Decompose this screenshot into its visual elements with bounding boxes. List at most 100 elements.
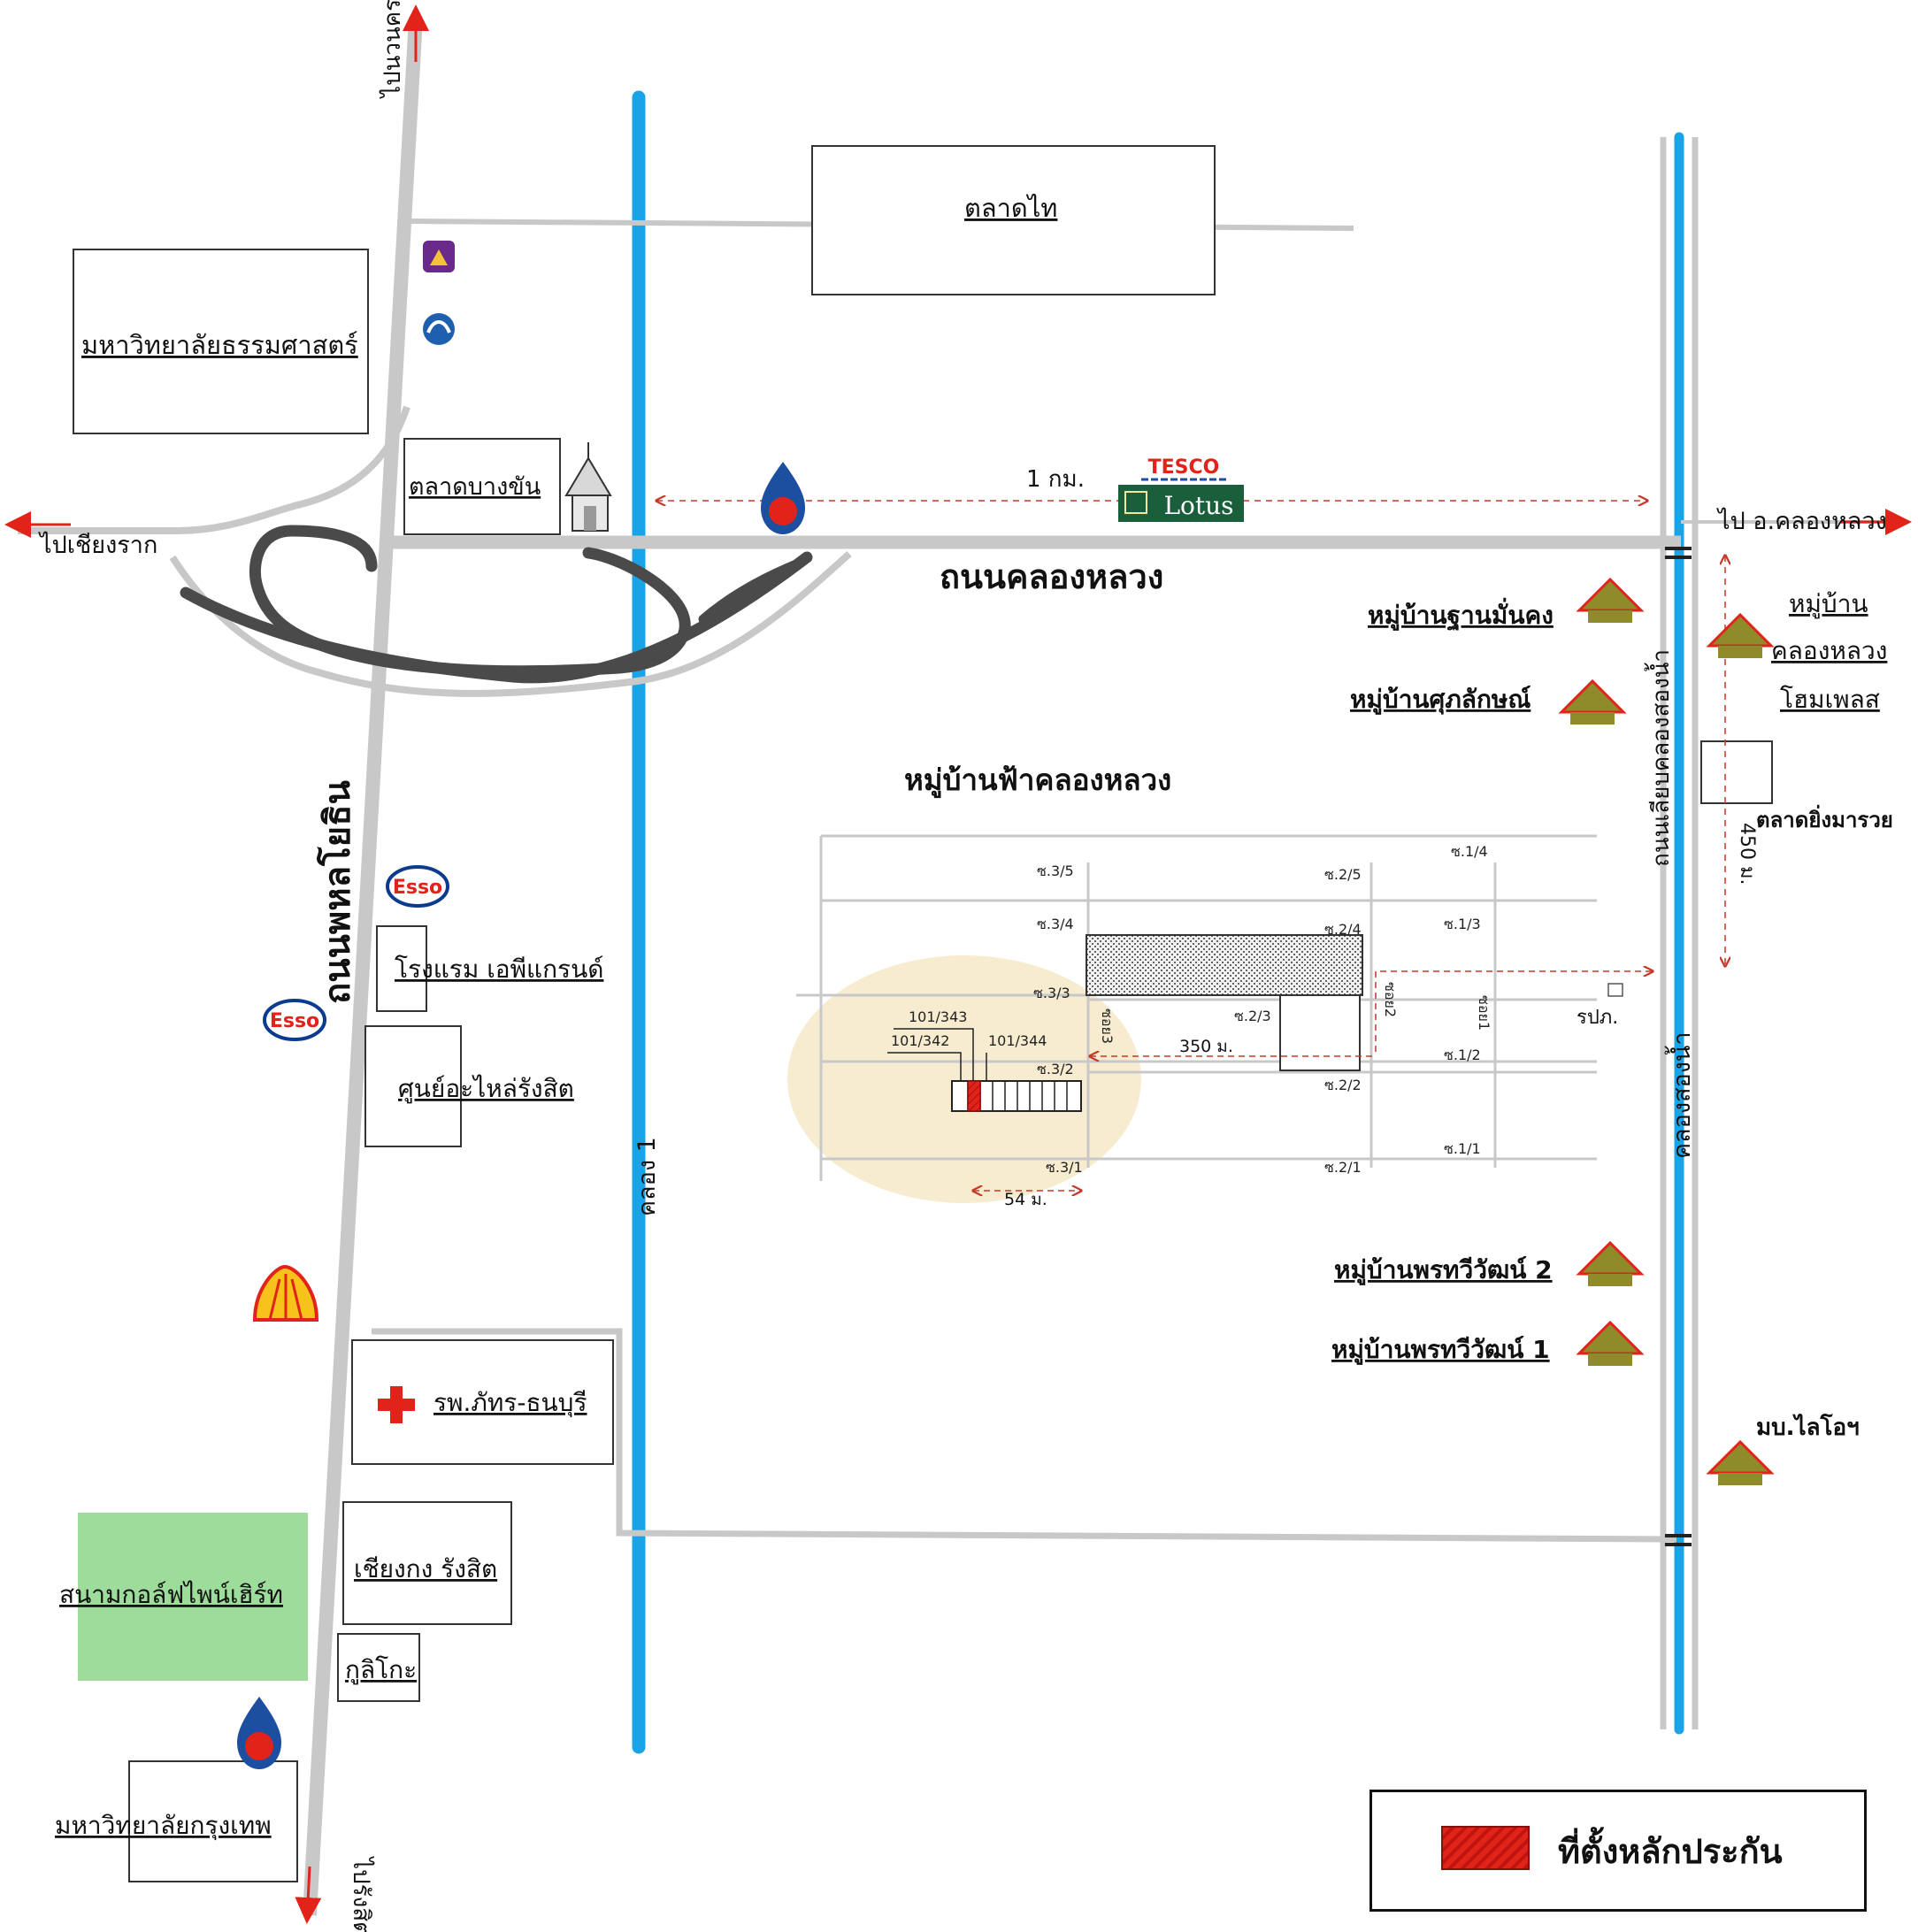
label-golf: สนามกอล์ฟไพน์เฮิร์ท bbox=[59, 1580, 283, 1609]
label-to-rangsit: ไปรังสิต bbox=[348, 1856, 375, 1932]
soi-label: ซ.3/4 bbox=[1037, 916, 1074, 932]
soi-label: ซ.3/1 bbox=[1046, 1159, 1083, 1176]
road-south-loop bbox=[372, 1328, 1677, 1543]
label-khlong-song-road: ถนนเลียบคลองสองน้ำ bbox=[1644, 649, 1675, 867]
soi-label: ซ.1/4 bbox=[1451, 843, 1488, 860]
esso-icon-2: Esso bbox=[263, 999, 326, 1041]
label-350m: 350 ม. bbox=[1179, 1037, 1233, 1056]
chianggong-box bbox=[342, 1501, 512, 1625]
legend-text: ที่ตั้งหลักประกัน bbox=[1558, 1832, 1783, 1871]
label-village-than: หมู่บ้านฐานมั่นคง bbox=[1368, 597, 1554, 632]
label-village-suphalak: หมู่บ้านศุภลักษณ์ bbox=[1350, 685, 1531, 715]
parts-box bbox=[364, 1025, 462, 1147]
shrine-icon bbox=[564, 442, 612, 532]
esso-icon: Esso bbox=[386, 865, 449, 908]
label-to-nava: ไปนวนคร bbox=[379, 0, 406, 99]
label-bkk-univ: มหาวิทยาลัยกรุงเทพ bbox=[55, 1811, 272, 1841]
dotted-block bbox=[1086, 934, 1363, 996]
collateral-swatch bbox=[1441, 1826, 1530, 1870]
soi-label: ซ.2/5 bbox=[1324, 866, 1362, 883]
golf-course-area bbox=[78, 1513, 308, 1681]
village-house-icon bbox=[1576, 1240, 1645, 1286]
target-area-highlight bbox=[787, 955, 1141, 1203]
label-chianggong: เชียงกง รังสิต bbox=[354, 1554, 497, 1583]
label-khlong-song: คลองสองน้ำ bbox=[1664, 1031, 1696, 1159]
label-phahon-road: ถนนพหลโยธิน bbox=[317, 780, 358, 1004]
bridge-marker-south bbox=[1665, 1534, 1692, 1546]
soi-label: ซ.1/1 bbox=[1444, 1140, 1481, 1157]
phahon-yothin-road bbox=[303, 17, 423, 1916]
soi-label: ซ.3/5 bbox=[1037, 862, 1074, 879]
svg-text:Lotus: Lotus bbox=[1163, 491, 1233, 520]
shell-icon bbox=[252, 1264, 319, 1322]
label-to-khlong-luang: ไป อ.คลองหลวง bbox=[1716, 508, 1887, 535]
soi-label: ซ.1/2 bbox=[1444, 1046, 1481, 1063]
village-house-icon bbox=[1706, 1439, 1775, 1485]
soi-label: ซ.2/4 bbox=[1324, 921, 1362, 938]
plot-number: 101/344 bbox=[988, 1032, 1047, 1049]
arrow-to-rangsit bbox=[295, 1866, 322, 1924]
label-village-lio: มบ.ไลโอฯ bbox=[1756, 1413, 1860, 1441]
label-fah-village: หมู่บ้านฟ้าคลองหลวง bbox=[904, 763, 1171, 799]
label-hotel: โรงแรม เอพีแกรนด์ bbox=[395, 954, 603, 984]
hospital-cross-icon bbox=[378, 1386, 415, 1423]
road-to-chiang-rak bbox=[18, 405, 410, 534]
road-curve-lower bbox=[169, 551, 852, 697]
label-village-home-2: คลองหลวง bbox=[1771, 636, 1887, 665]
krungthai-bank-icon bbox=[423, 313, 455, 345]
soi-label: ซ.1/3 bbox=[1444, 916, 1481, 932]
soi-label: ซอย1 bbox=[1476, 995, 1492, 1031]
kuliko-box bbox=[337, 1633, 420, 1702]
soi-label: ซอย2 bbox=[1382, 982, 1399, 1017]
village-house-icon bbox=[1576, 577, 1645, 623]
hotel-box bbox=[376, 925, 427, 1012]
svg-text:Esso: Esso bbox=[270, 1010, 319, 1032]
label-khlong-luang-road: ถนนคลองหลวง bbox=[940, 557, 1163, 596]
bridge-marker-north bbox=[1665, 547, 1692, 559]
village-grid bbox=[796, 834, 1597, 1181]
interchange-ramp bbox=[180, 551, 813, 684]
village-house-icon bbox=[1576, 1320, 1645, 1366]
label-village-home-3: โฮมเพลส bbox=[1780, 685, 1880, 714]
bkk-univ-box bbox=[128, 1760, 298, 1882]
svg-text:Esso: Esso bbox=[393, 877, 442, 899]
plot-number: 101/342 bbox=[891, 1032, 949, 1049]
tesco-lotus-logo: TESCO Lotus bbox=[1118, 456, 1244, 522]
label-450m: 450 ม. bbox=[1736, 823, 1758, 885]
soi-label: ซ.3/2 bbox=[1037, 1061, 1074, 1077]
bang-khan-box bbox=[403, 438, 561, 535]
collateral-plot bbox=[967, 1080, 981, 1112]
label-to-chiang-rak: ไปเชียงราก bbox=[38, 532, 157, 559]
inner-block bbox=[1279, 994, 1361, 1071]
label-thammasat: มหาวิทยาลัยธรรมศาสตร์ bbox=[81, 330, 358, 360]
label-bang-khan: ตลาดบางขัน bbox=[409, 473, 541, 501]
svg-text:TESCO: TESCO bbox=[1148, 456, 1220, 479]
label-village-porn1: หมู่บ้านพรทวีวัฒน์ 1 bbox=[1331, 1335, 1550, 1365]
soi-label: ซ.2/3 bbox=[1234, 1008, 1271, 1024]
market-ying-box bbox=[1700, 740, 1773, 804]
ptt-icon-south bbox=[237, 1697, 281, 1769]
label-parts: ศูนย์อะไหล่รังสิต bbox=[398, 1074, 574, 1104]
label-guard: รปภ. bbox=[1577, 1007, 1618, 1029]
plot-number: 101/343 bbox=[909, 1008, 967, 1025]
soi-label: ซ.2/2 bbox=[1324, 1077, 1362, 1093]
label-market-ying: ตลาดยิ่งมารวย bbox=[1756, 804, 1893, 832]
label-hospital: รพ.ภัทร-ธนบุรี bbox=[433, 1388, 587, 1418]
label-khlong1: คลอง 1 bbox=[633, 1137, 661, 1216]
soi-label: ซ.2/1 bbox=[1324, 1159, 1362, 1176]
thammasat-box bbox=[73, 249, 369, 434]
ptt-icon bbox=[761, 462, 805, 534]
legend-box: ที่ตั้งหลักประกัน bbox=[1369, 1790, 1867, 1912]
label-54m: 54 ม. bbox=[1004, 1190, 1047, 1209]
bank-icon bbox=[423, 241, 455, 272]
soi-label: ซอย3 bbox=[1099, 1008, 1116, 1044]
soi-label: ซ.3/3 bbox=[1033, 985, 1070, 1001]
label-village-porn2: หมู่บ้านพรทวีวัฒน์ 2 bbox=[1334, 1255, 1553, 1285]
village-house-icon bbox=[1558, 678, 1627, 724]
talad-thai-box bbox=[811, 145, 1216, 295]
label-kuliko: กูลิโกะ bbox=[345, 1655, 417, 1685]
village-house-icon bbox=[1706, 612, 1775, 658]
label-village-home-1: หมู่บ้าน bbox=[1789, 589, 1868, 619]
interchange-ramp-2 bbox=[698, 557, 806, 625]
